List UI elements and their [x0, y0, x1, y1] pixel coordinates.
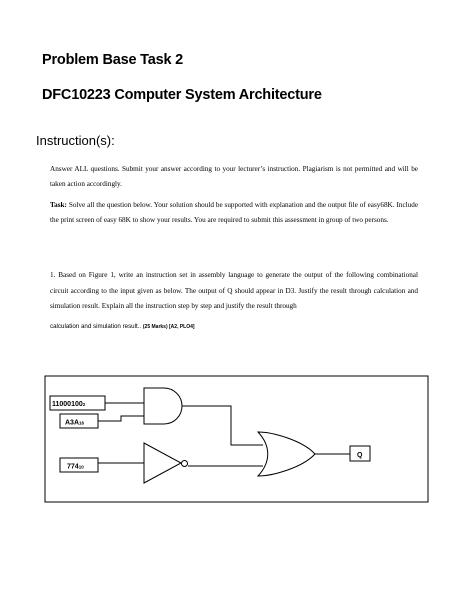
question-continuation: calculation and simulation result..	[50, 323, 142, 330]
question-marks: (25 Marks) [A2, PLO4]	[142, 324, 195, 330]
input-box-c	[59, 457, 99, 473]
task-paragraph: Task: Solve all the question below. Your…	[50, 198, 418, 227]
task-label: Task:	[50, 201, 67, 209]
wire-b	[98, 415, 144, 422]
not-gate	[143, 442, 183, 484]
and-gate	[143, 387, 183, 425]
not-gate-bubble	[181, 460, 188, 467]
or-gate	[256, 431, 316, 477]
course-title: DFC10223 Computer System Architecture	[42, 87, 322, 103]
input-a-label: 110001002	[52, 401, 86, 408]
instructions-heading: Instruction(s):	[36, 133, 115, 148]
wire-and-out	[182, 405, 263, 446]
input-c-label: 77410	[67, 464, 84, 471]
question-line-2: calculation and simulation result.. (25 …	[50, 323, 195, 330]
general-instruction: Answer ALL questions. Submit your answer…	[50, 165, 418, 188]
input-b-label: A3A16	[65, 420, 85, 427]
output-q-label: Q	[357, 452, 363, 459]
task-title: Problem Base Task 2	[42, 52, 184, 68]
figure-frame	[44, 375, 429, 503]
task-text: Solve all the question below. Your solut…	[50, 201, 419, 224]
question-text: 1. Based on Figure 1, write an instructi…	[50, 271, 418, 310]
